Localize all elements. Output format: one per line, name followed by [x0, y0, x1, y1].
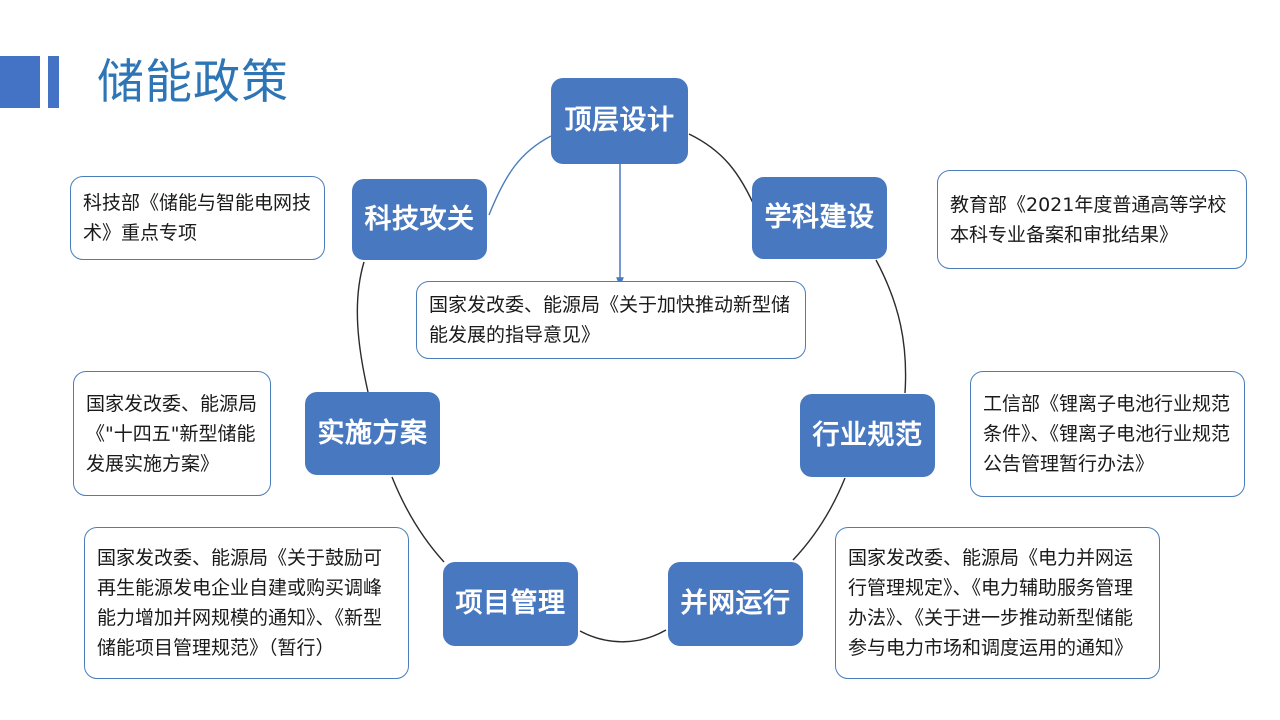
arc-implementation-to-tech	[356, 261, 369, 393]
callout-industry-standards-policy[interactable]: 工信部《锂离子电池行业规范条件》、《锂离子电池行业规范公告管理暂行办法》	[970, 371, 1245, 497]
callout-technology-research-policy[interactable]: 科技部《储能与智能电网技术》重点专项	[70, 176, 325, 260]
callout-grid-connected-operation-policy[interactable]: 国家发改委、能源局《电力并网运行管理规定》、《电力辅助服务管理办法》、《关于进一…	[835, 527, 1160, 679]
node-label-technology-research: 科技攻关	[364, 203, 475, 235]
callout-text-industry-standards: 工信部《锂离子电池行业规范条件》、《锂离子电池行业规范公告管理暂行办法》	[983, 393, 1231, 475]
node-project-management[interactable]: 项目管理	[443, 562, 578, 646]
node-implementation-plan[interactable]: 实施方案	[305, 392, 440, 475]
node-label-top-level-design: 顶层设计	[564, 105, 675, 136]
callout-discipline-construction-policy[interactable]: 教育部《2021年度普通高等学校本科专业备案和审批结果》	[937, 170, 1247, 269]
node-label-industry-standards: 行业规范	[812, 419, 923, 451]
arc-grid-to-project	[579, 629, 667, 643]
callout-text-technology-research: 科技部《储能与智能电网技术》重点专项	[83, 192, 312, 244]
callout-text-discipline-construction: 教育部《2021年度普通高等学校本科专业备案和审批结果》	[950, 193, 1227, 246]
callout-implementation-plan-policy[interactable]: 国家发改委、能源局《"十四五"新型储能发展实施方案》	[73, 371, 271, 496]
node-label-project-management: 项目管理	[455, 588, 566, 619]
page-title: 储能政策	[97, 55, 289, 110]
callout-top-level-design-policy[interactable]: 国家发改委、能源局《关于加快推动新型储能发展的指导意见》	[416, 281, 806, 359]
node-top-level-design[interactable]: 顶层设计	[551, 78, 688, 164]
arc-tech-to-topdesign	[488, 135, 552, 216]
callout-text-grid-connected-operation: 国家发改委、能源局《电力并网运行管理规定》、《电力辅助服务管理办法》、《关于进一…	[848, 547, 1134, 659]
node-industry-standards[interactable]: 行业规范	[800, 394, 935, 477]
title-accent-gap	[40, 56, 48, 108]
arc-topdesign-to-discipline	[688, 133, 758, 213]
callout-text-top-level-design: 国家发改委、能源局《关于加快推动新型储能发展的指导意见》	[429, 294, 791, 346]
node-discipline-construction[interactable]: 学科建设	[752, 177, 887, 259]
callout-text-project-management: 国家发改委、能源局《关于鼓励可再生能源发电企业自建或购买调峰能力增加并网规模的通…	[97, 547, 383, 659]
callout-project-management-policy[interactable]: 国家发改委、能源局《关于鼓励可再生能源发电企业自建或购买调峰能力增加并网规模的通…	[84, 527, 409, 679]
title-accent-bar	[0, 56, 59, 108]
node-label-grid-connected-operation: 并网运行	[680, 588, 791, 619]
title-accent-block-narrow	[48, 56, 59, 108]
arc-industry-to-grid	[792, 477, 846, 561]
arc-discipline-to-industry	[875, 259, 907, 394]
node-label-discipline-construction: 学科建设	[764, 202, 875, 233]
callout-text-implementation-plan: 国家发改委、能源局《"十四五"新型储能发展实施方案》	[86, 392, 258, 475]
node-label-implementation-plan: 实施方案	[317, 417, 428, 449]
node-technology-research[interactable]: 科技攻关	[352, 179, 487, 260]
arc-project-to-implementation	[391, 476, 445, 563]
node-grid-connected-operation[interactable]: 并网运行	[668, 562, 803, 646]
title-accent-block-wide	[0, 56, 40, 108]
